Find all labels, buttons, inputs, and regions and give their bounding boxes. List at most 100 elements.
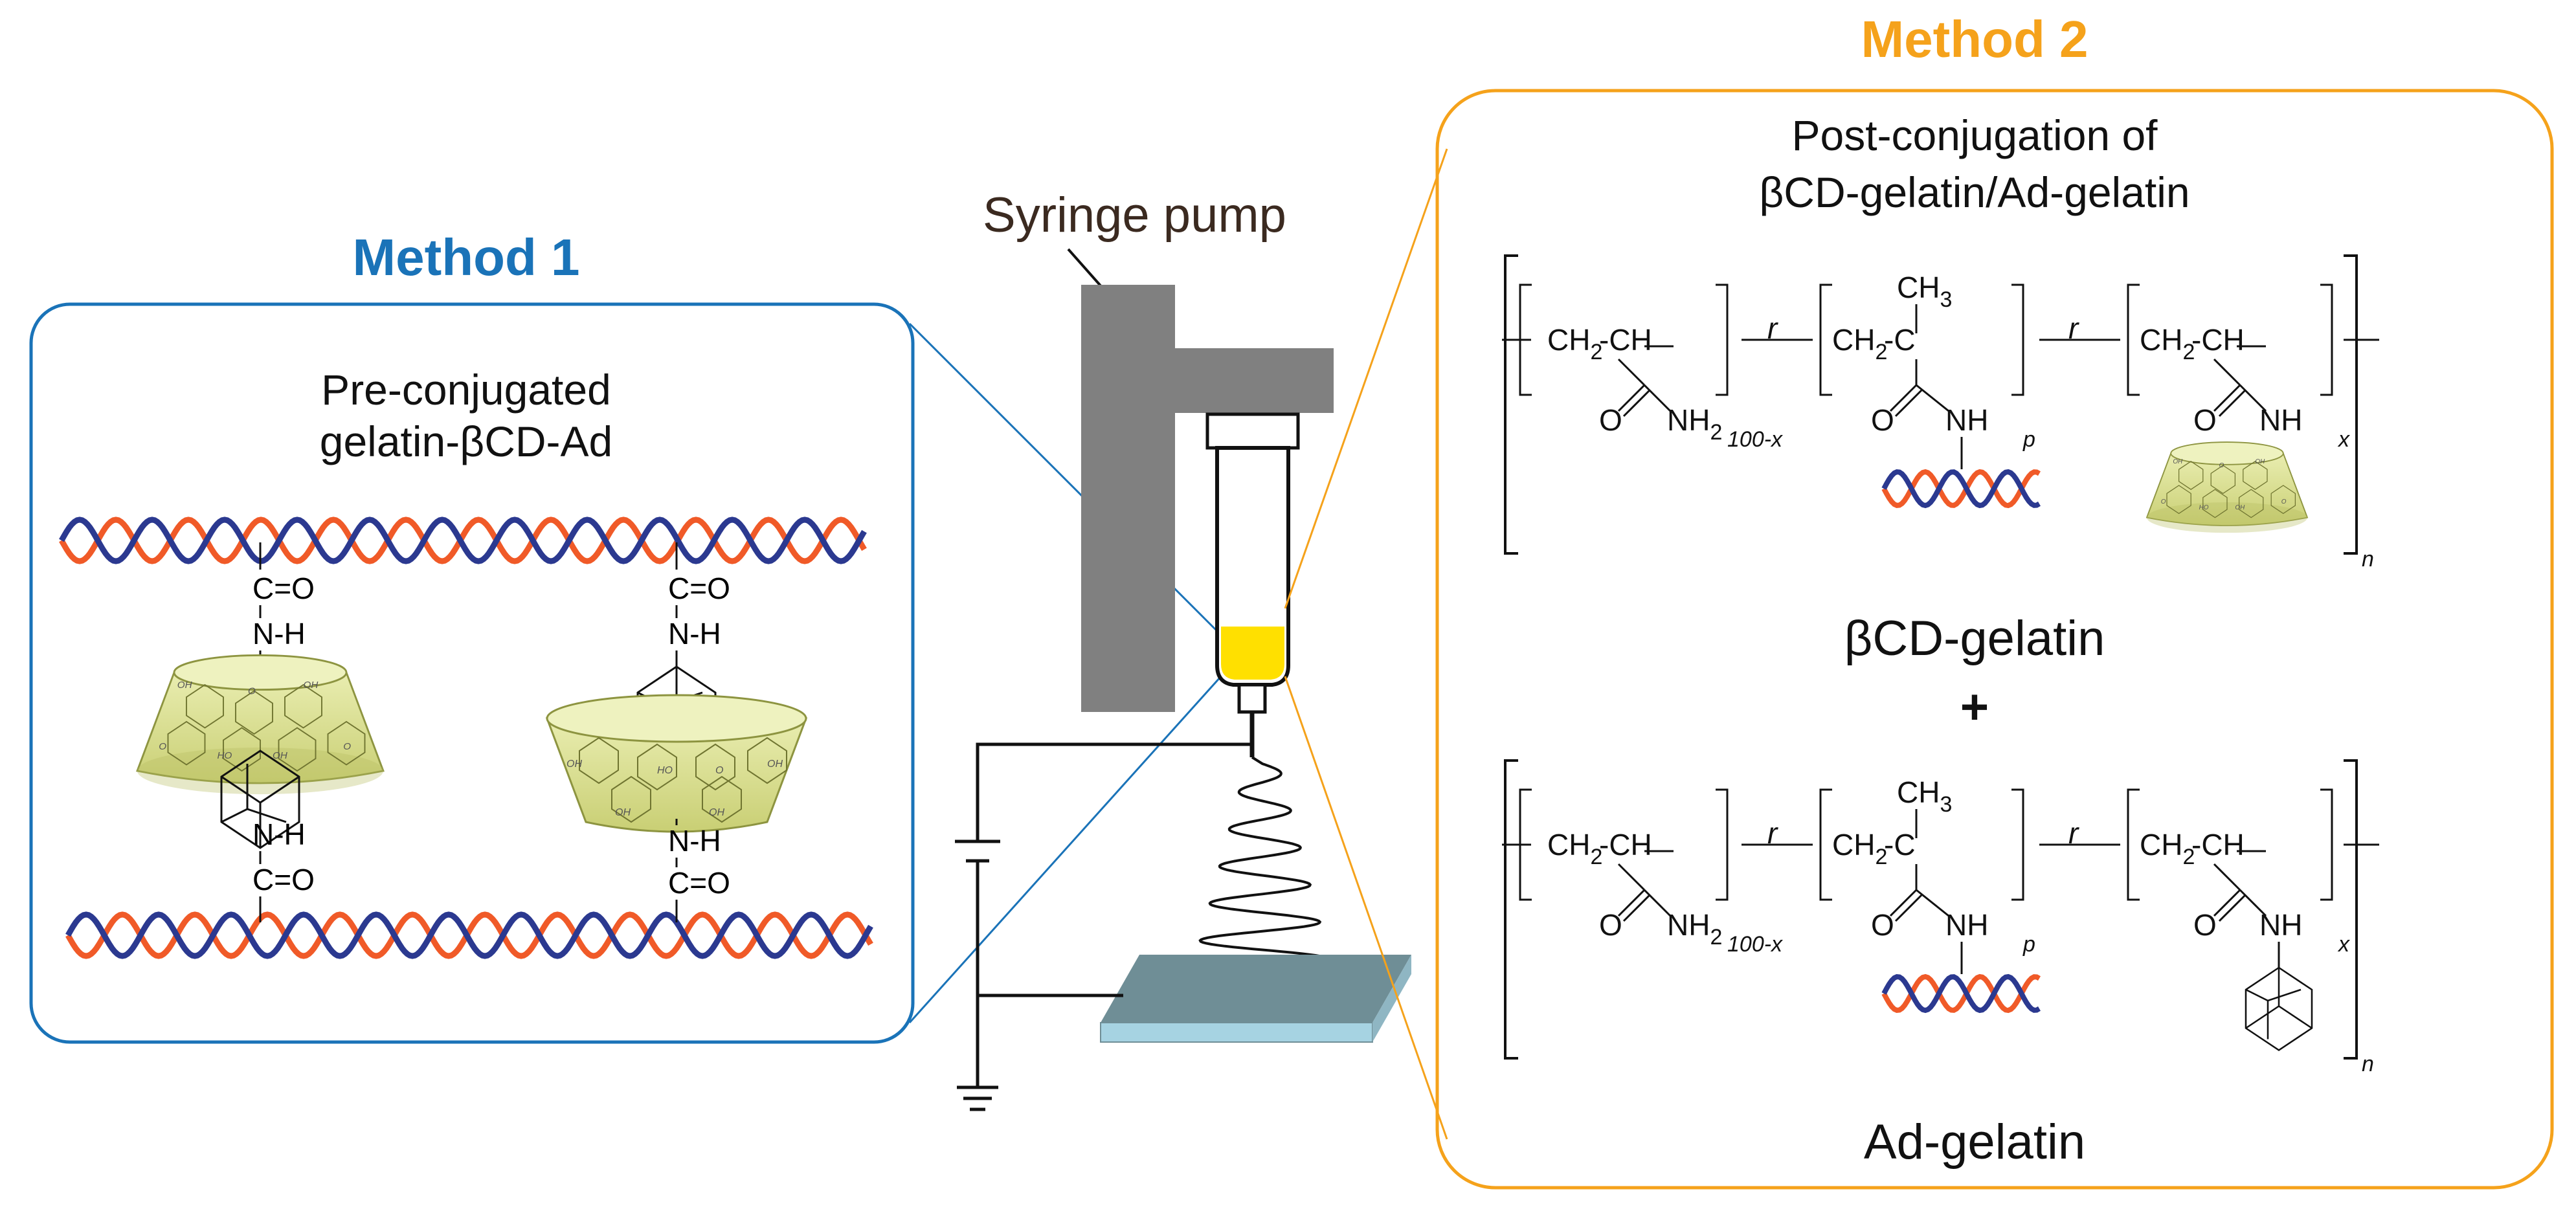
collector-plate bbox=[1100, 955, 1411, 1043]
side-bond bbox=[2239, 889, 2267, 917]
unit3-ch2: CH2 bbox=[2140, 828, 2195, 869]
r-label: r bbox=[2068, 816, 2079, 850]
unit2-oxygen: O bbox=[1871, 403, 1894, 437]
method1-nh-top-left: N-H bbox=[252, 617, 306, 650]
side-bond bbox=[1916, 384, 1949, 412]
gelatin-helix-blue bbox=[1881, 973, 2041, 1014]
method1-carbonyl-bottom-left: C=O bbox=[252, 863, 315, 896]
bracket-left-unit2 bbox=[1819, 283, 1832, 396]
carbonyl-bond bbox=[1617, 889, 1646, 917]
side-bond bbox=[2213, 863, 2241, 891]
unit2-c: -C bbox=[1884, 323, 1916, 357]
side-bond bbox=[1617, 863, 1646, 891]
carbonyl-bond bbox=[1894, 389, 1923, 417]
method1-nh-top-right: N-H bbox=[668, 617, 721, 650]
unit2-ch2: CH2 bbox=[1832, 828, 1887, 869]
method1-linker-left: C=O N-H N-H C=O bbox=[136, 542, 385, 922]
unit2-nh: NH bbox=[1945, 403, 1988, 437]
bracket-left-unit1 bbox=[1519, 283, 1532, 396]
method1-linker-right: C=O N-H N-H C=O bbox=[546, 542, 807, 922]
method1-gelatin-helix-top bbox=[59, 517, 867, 564]
cyclodextrin-icon-right bbox=[546, 694, 807, 833]
r-label: r bbox=[2068, 311, 2079, 345]
cyclodextrin-icon-left bbox=[136, 654, 385, 795]
carbonyl-bond bbox=[1622, 894, 1651, 922]
unit1-subscript: 100-x bbox=[1727, 427, 1783, 452]
bracket-left-unit1 bbox=[1519, 788, 1532, 901]
carbonyl-bond bbox=[1889, 384, 1918, 412]
gelatin-helix-red bbox=[1881, 973, 2041, 1014]
method2-box-line1: Post-conjugation of bbox=[1791, 111, 2158, 159]
plus-sign: + bbox=[1960, 680, 1989, 735]
outer-subscript-n: n bbox=[2362, 547, 2374, 572]
unit3-ch: -CH bbox=[2191, 828, 2245, 861]
unit1-nh2: NH2 bbox=[1667, 403, 1722, 445]
adamantane-icon bbox=[2245, 966, 2313, 1051]
method1-carbonyl-top-left: C=O bbox=[252, 572, 315, 605]
carbonyl-bond bbox=[2218, 389, 2246, 417]
unit2-nh: NH bbox=[1945, 908, 1988, 942]
carbonyl-bond bbox=[2218, 894, 2246, 922]
unit2-subscript: p bbox=[2022, 932, 2035, 957]
bracket-left-unit3 bbox=[2127, 283, 2140, 396]
side-bond bbox=[1617, 358, 1646, 386]
outer-bracket-left bbox=[1504, 759, 1518, 1060]
method2-zoom-line-bottom bbox=[1284, 676, 1448, 1140]
method1-zoom-line-bottom bbox=[908, 669, 1228, 1024]
cd-gelatin-label: βCD-gelatin bbox=[1844, 611, 2105, 666]
side-bond bbox=[1643, 889, 1672, 917]
unit1-ch2: CH2 bbox=[1547, 323, 1602, 364]
method1-carbonyl-top-right: C=O bbox=[668, 572, 730, 605]
side-bond bbox=[1916, 889, 1949, 917]
r-label: r bbox=[1767, 816, 1778, 850]
unit2-oxygen: O bbox=[1871, 908, 1894, 942]
unit1-oxygen: O bbox=[1599, 403, 1622, 437]
unit3-oxygen: O bbox=[2193, 908, 2217, 942]
side-bond bbox=[2239, 384, 2267, 412]
unit2-c: -C bbox=[1884, 828, 1916, 861]
unit3-ch2: CH2 bbox=[2140, 323, 2195, 364]
outer-bracket-left bbox=[1504, 254, 1518, 555]
unit3-nh: NH bbox=[2259, 403, 2302, 437]
unit1-ch: -CH bbox=[1599, 323, 1652, 357]
gelatin-helix-blue bbox=[1881, 469, 2041, 509]
unit3-ch: -CH bbox=[2191, 323, 2245, 357]
method1-title: Method 1 bbox=[352, 228, 579, 286]
syringe bbox=[1205, 412, 1300, 757]
method1-nh-bottom-right: N-H bbox=[668, 824, 721, 858]
outer-bracket-right bbox=[2344, 759, 2358, 1060]
outer-bracket-right bbox=[2344, 254, 2358, 555]
method2-zoom-line-top bbox=[1284, 148, 1448, 609]
outer-subscript-n: n bbox=[2362, 1052, 2374, 1076]
side-bond bbox=[2213, 358, 2241, 386]
unit2-subscript: p bbox=[2022, 427, 2035, 452]
bracket-left-unit3 bbox=[2127, 788, 2140, 901]
method1-box bbox=[29, 302, 915, 1044]
side-bond bbox=[1643, 384, 1672, 412]
bracket-right-unit3 bbox=[2320, 283, 2333, 396]
unit3-subscript: x bbox=[2337, 427, 2350, 452]
unit1-oxygen: O bbox=[1599, 908, 1622, 942]
method1-gelatin-helix-bottom bbox=[65, 911, 873, 959]
electrospun-jet bbox=[1189, 756, 1332, 988]
unit1-nh2: NH2 bbox=[1667, 908, 1722, 950]
carbonyl-bond bbox=[1622, 389, 1651, 417]
syringe-pump bbox=[1081, 285, 1334, 712]
gelatin-helix-red bbox=[1881, 469, 2041, 509]
polymer-solution bbox=[1221, 627, 1284, 680]
unit2-ch2: CH2 bbox=[1832, 323, 1887, 364]
method2-box-line2: βCD-gelatin/Ad-gelatin bbox=[1759, 168, 2190, 216]
bracket-right-unit1 bbox=[1716, 283, 1729, 396]
unit1-ch: -CH bbox=[1599, 828, 1652, 861]
carbonyl-bond bbox=[2213, 384, 2241, 412]
cyclodextrin-icon bbox=[2146, 441, 2308, 534]
carbonyl-bond bbox=[2213, 889, 2241, 917]
bracket-left-unit2 bbox=[1819, 788, 1832, 901]
unit2-ch3: CH3 bbox=[1897, 775, 1952, 817]
carbonyl-bond bbox=[1617, 384, 1646, 412]
bracket-right-unit2 bbox=[2011, 283, 2024, 396]
unit3-oxygen: O bbox=[2193, 403, 2217, 437]
